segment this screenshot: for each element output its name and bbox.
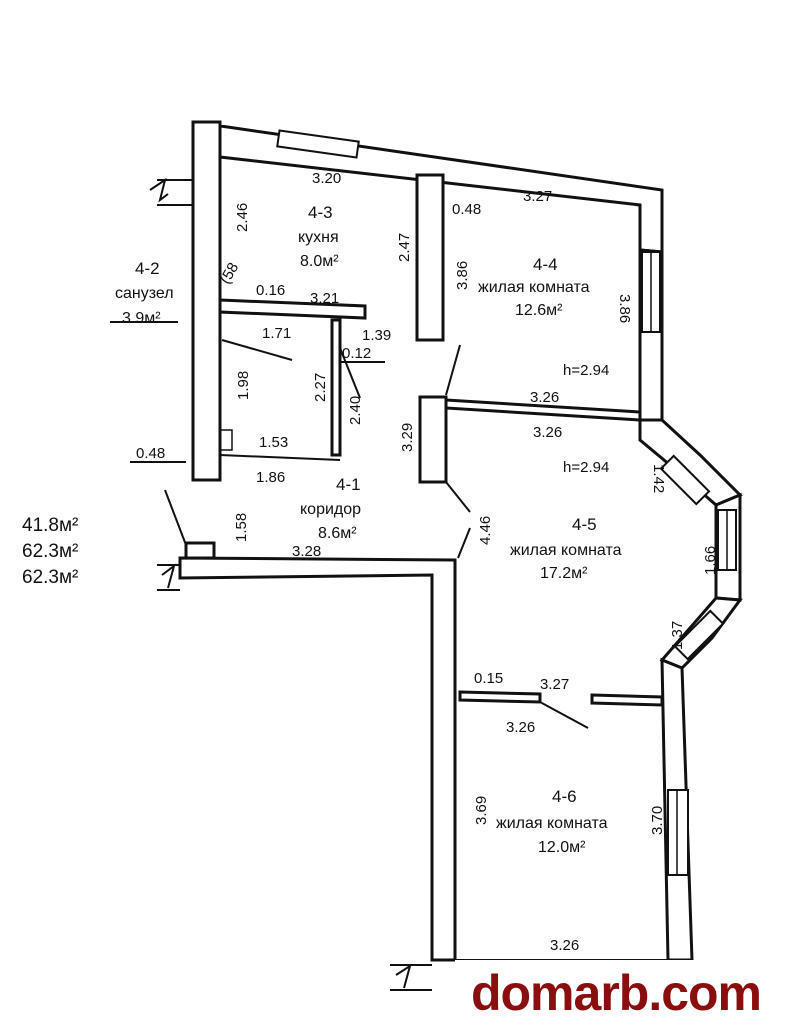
ceiling-height-2: h=2.94 [563,459,609,476]
windows [276,129,737,876]
total-area-2: 62.3м² [22,567,79,588]
window-top [276,129,360,159]
total-area: 62.3м² [22,541,79,562]
dim-4.46: 4.46 [477,516,494,545]
dim-1.37: 1.37 [669,621,686,650]
room-4-6-number: 4-6 [552,787,577,806]
dim-3.27-b: 3.27 [540,676,569,693]
dim-1.98: 1.98 [235,371,252,400]
room-labels: 4-3 кухня 8.0м² 4-4 жилая комната 12.6м²… [115,203,622,856]
window-right-2 [667,789,689,876]
room-4-6-area: 12.0м² [538,839,586,856]
dim-1.71: 1.71 [262,325,291,342]
area-totals: 41.8м² 62.3м² 62.3м² [22,513,78,591]
room-4-1-area: 8.6м² [318,525,357,542]
watermark-logo: domarb.com [455,960,777,1026]
door-swings [110,321,589,729]
dim-1.53: 1.53 [259,434,288,451]
total-living-area: 41.8м² [22,515,79,536]
window-bay-1 [659,454,711,506]
dim-3.69: 3.69 [473,796,490,825]
dim-3.70: 3.70 [649,806,666,835]
dim-0.12: 0.12 [342,345,371,362]
dim-1.58: 1.58 [233,513,250,542]
dim-0.16: 0.16 [256,282,285,299]
room-4-6-name: жилая комната [496,815,608,832]
room-4-2-name: санузел [115,285,174,302]
room-4-3-number: 4-3 [308,203,333,222]
room-4-2-number: 4-2 [135,259,160,278]
room-4-5-number: 4-5 [572,515,597,534]
room-4-4-area: 12.6м² [515,302,563,319]
room-4-3-area: 8.0м² [300,253,339,270]
room-4-1-name: коридор [300,501,361,518]
room-4-4-name: жилая комната [478,279,590,296]
dim-0.15: 0.15 [474,670,503,687]
room-4-5-name: жилая комната [510,542,622,559]
ceiling-height-1: h=2.94 [563,362,609,379]
dim-0.48-top: 0.48 [452,201,481,218]
dim-3.21: 3.21 [310,290,339,307]
dim-1.39: 1.39 [362,327,391,344]
window-bay-3 [673,609,725,661]
room-4-1-number: 4-1 [336,475,361,494]
dim-1.86: 1.86 [256,469,285,486]
dim-1.42: 1.42 [650,464,667,493]
dim-3.86-left: 3.86 [454,261,471,290]
dim-2.46: 2.46 [234,203,251,232]
dim-1.66: 1.66 [702,546,719,575]
room-4-3-name: кухня [298,229,339,246]
inner-walls [184,173,664,707]
room-4-5-area: 17.2м² [540,565,588,582]
dim-3.29: 3.29 [399,423,416,452]
dim-0.48-left: 0.48 [136,445,165,462]
dim-2.27: 2.27 [312,373,329,402]
dim-3.28: 3.28 [292,543,321,560]
dim-3.20: 3.20 [312,170,341,187]
dim-3.86-right: 3.86 [616,294,633,323]
dim-3.26-b: 3.26 [533,424,562,441]
room-4-2-area: 3.9м² [122,310,161,327]
dim-2.47: 2.47 [396,233,413,262]
dim-3.26-d: 3.26 [550,937,579,954]
dimensions: 3.20 3.27 2.46 2.47 0.48 3.86 3.86 0.16 … [136,170,719,954]
dim-3.27-top: 3.27 [523,188,552,205]
dim-3.26-c: 3.26 [506,719,535,736]
dim-2.40: 2.40 [347,396,364,425]
dim-3.26-a: 3.26 [530,389,559,406]
room-4-4-number: 4-4 [533,255,558,274]
